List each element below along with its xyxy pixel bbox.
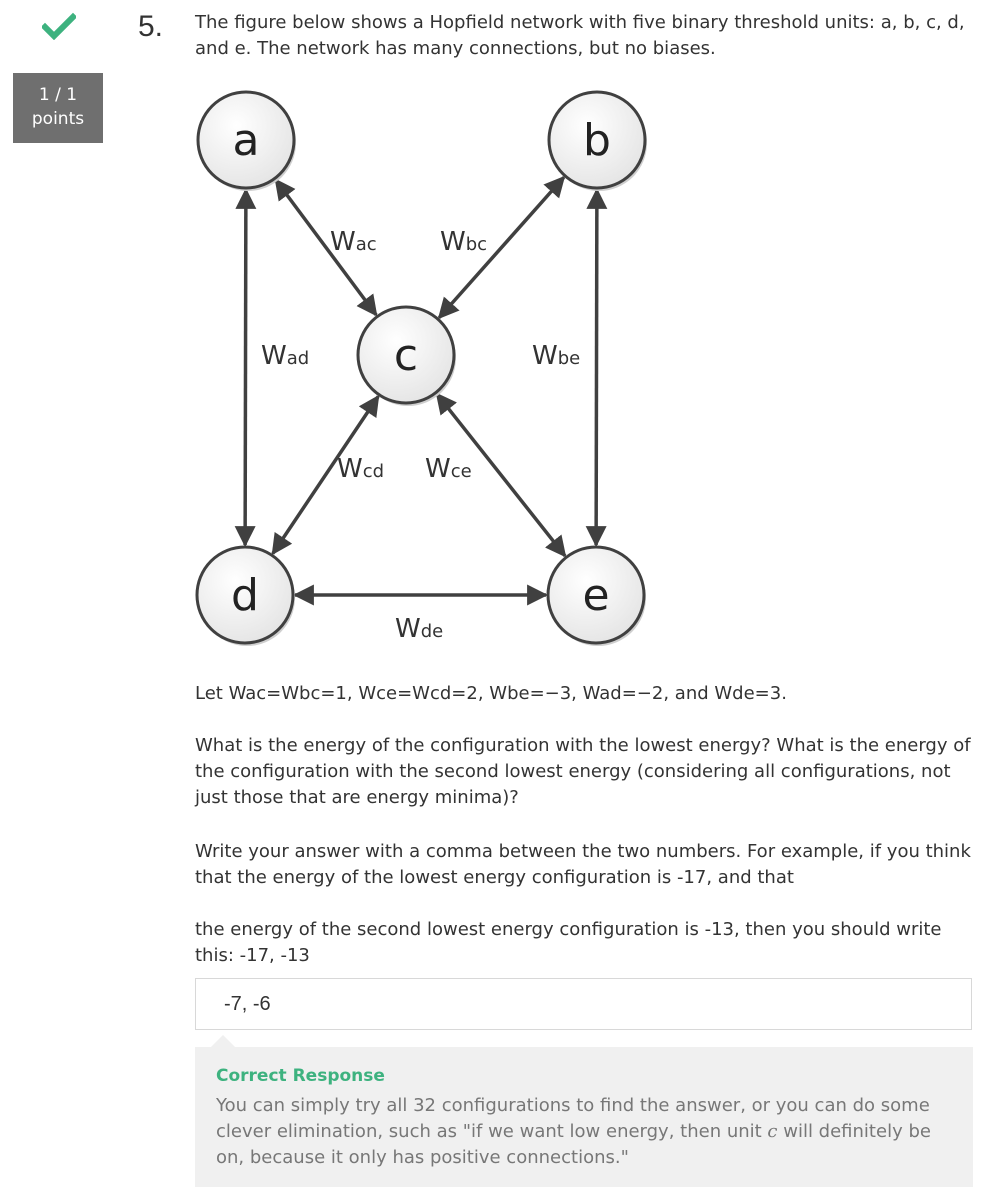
score-value: 1 / 1 — [38, 85, 78, 105]
edge-cd — [271, 394, 380, 556]
node-label-b: b — [583, 115, 611, 166]
edge-bc — [437, 175, 566, 320]
answer-example: the energy of the second lowest energy c… — [195, 919, 942, 966]
answer-input[interactable] — [195, 978, 972, 1030]
node-b: b — [547, 90, 647, 191]
answer-instructions: Write your answer with a comma between t… — [195, 841, 971, 888]
weight-label-be: Wbe — [532, 341, 580, 371]
node-a: a — [196, 90, 296, 191]
edge-be — [585, 187, 608, 548]
checkmark-icon — [42, 12, 76, 40]
edge-ce — [435, 392, 567, 558]
question-prompt: What is the energy of the configuration … — [195, 735, 971, 808]
feedback-text-end: will definitely be on, because it only h… — [216, 1121, 931, 1168]
weight-label-de: Wde — [395, 614, 443, 644]
weight-label-cd: Wcd — [337, 454, 384, 484]
node-label-d: d — [231, 570, 259, 621]
edge-ad — [234, 187, 257, 548]
node-e: e — [546, 545, 646, 646]
node-label-e: e — [582, 570, 609, 621]
score-badge: 1 / 1 points — [13, 73, 103, 143]
node-label-a: a — [233, 115, 260, 166]
feedback-variable: c — [767, 1121, 778, 1142]
edge-ac — [274, 178, 378, 317]
weight-label-ad: Wad — [261, 341, 309, 371]
weights-text: Let Wac=Wbc=1, Wce=Wcd=2, Wbe=−3, Wad=−2… — [195, 683, 787, 704]
feedback-text-start: You can simply try all 32 configurations… — [216, 1095, 930, 1142]
feedback-title: Correct Response — [216, 1066, 385, 1086]
weight-label-ce: Wce — [425, 454, 472, 484]
node-label-c: c — [394, 330, 418, 381]
question-intro: The figure below shows a Hopfield networ… — [195, 10, 975, 62]
node-c: c — [356, 305, 456, 406]
feedback-panel: Correct Response You can simply try all … — [195, 1035, 973, 1187]
score-unit: points — [31, 109, 85, 129]
weight-label-ac: Wac — [330, 227, 377, 257]
node-d: d — [195, 545, 295, 646]
question-number: 5. — [138, 10, 164, 43]
feedback-text: You can simply try all 32 configurations… — [216, 1093, 952, 1171]
weight-label-bc: Wbc — [440, 227, 487, 257]
question-intro-text: The figure below shows a Hopfield networ… — [195, 12, 965, 59]
